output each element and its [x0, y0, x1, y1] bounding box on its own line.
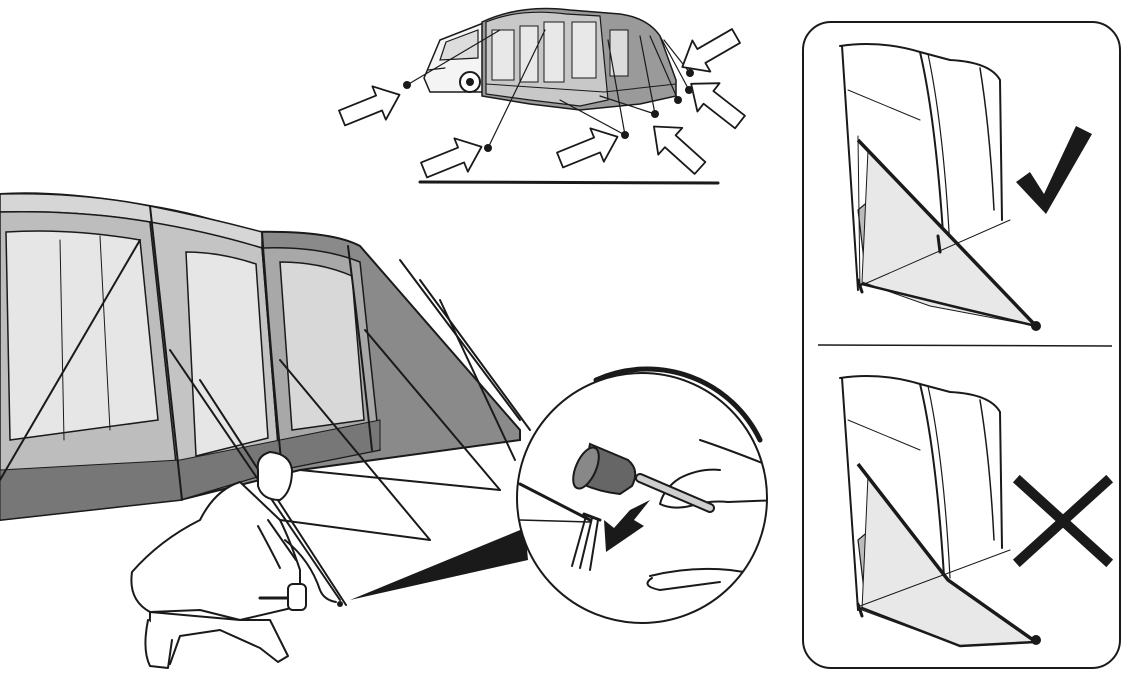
pointer-arrow-icon — [680, 70, 751, 137]
pointer-arrow-icon — [642, 113, 712, 181]
pointer-arrow-icon — [673, 20, 745, 82]
tent-window — [6, 231, 158, 440]
zoom-connector — [350, 528, 528, 600]
tent-window — [186, 252, 268, 456]
person-head — [258, 452, 292, 500]
ground-line — [420, 182, 718, 183]
pointer-arrow-icon — [417, 130, 488, 187]
panel-divider — [818, 345, 1112, 346]
pointer-arrow-icon — [335, 78, 406, 135]
overview-tent — [482, 9, 676, 111]
zoom-detail — [517, 369, 790, 623]
comparison-panel — [803, 22, 1120, 668]
tent-window — [280, 262, 364, 430]
peg-point — [337, 601, 343, 607]
overview-figure — [335, 9, 751, 187]
